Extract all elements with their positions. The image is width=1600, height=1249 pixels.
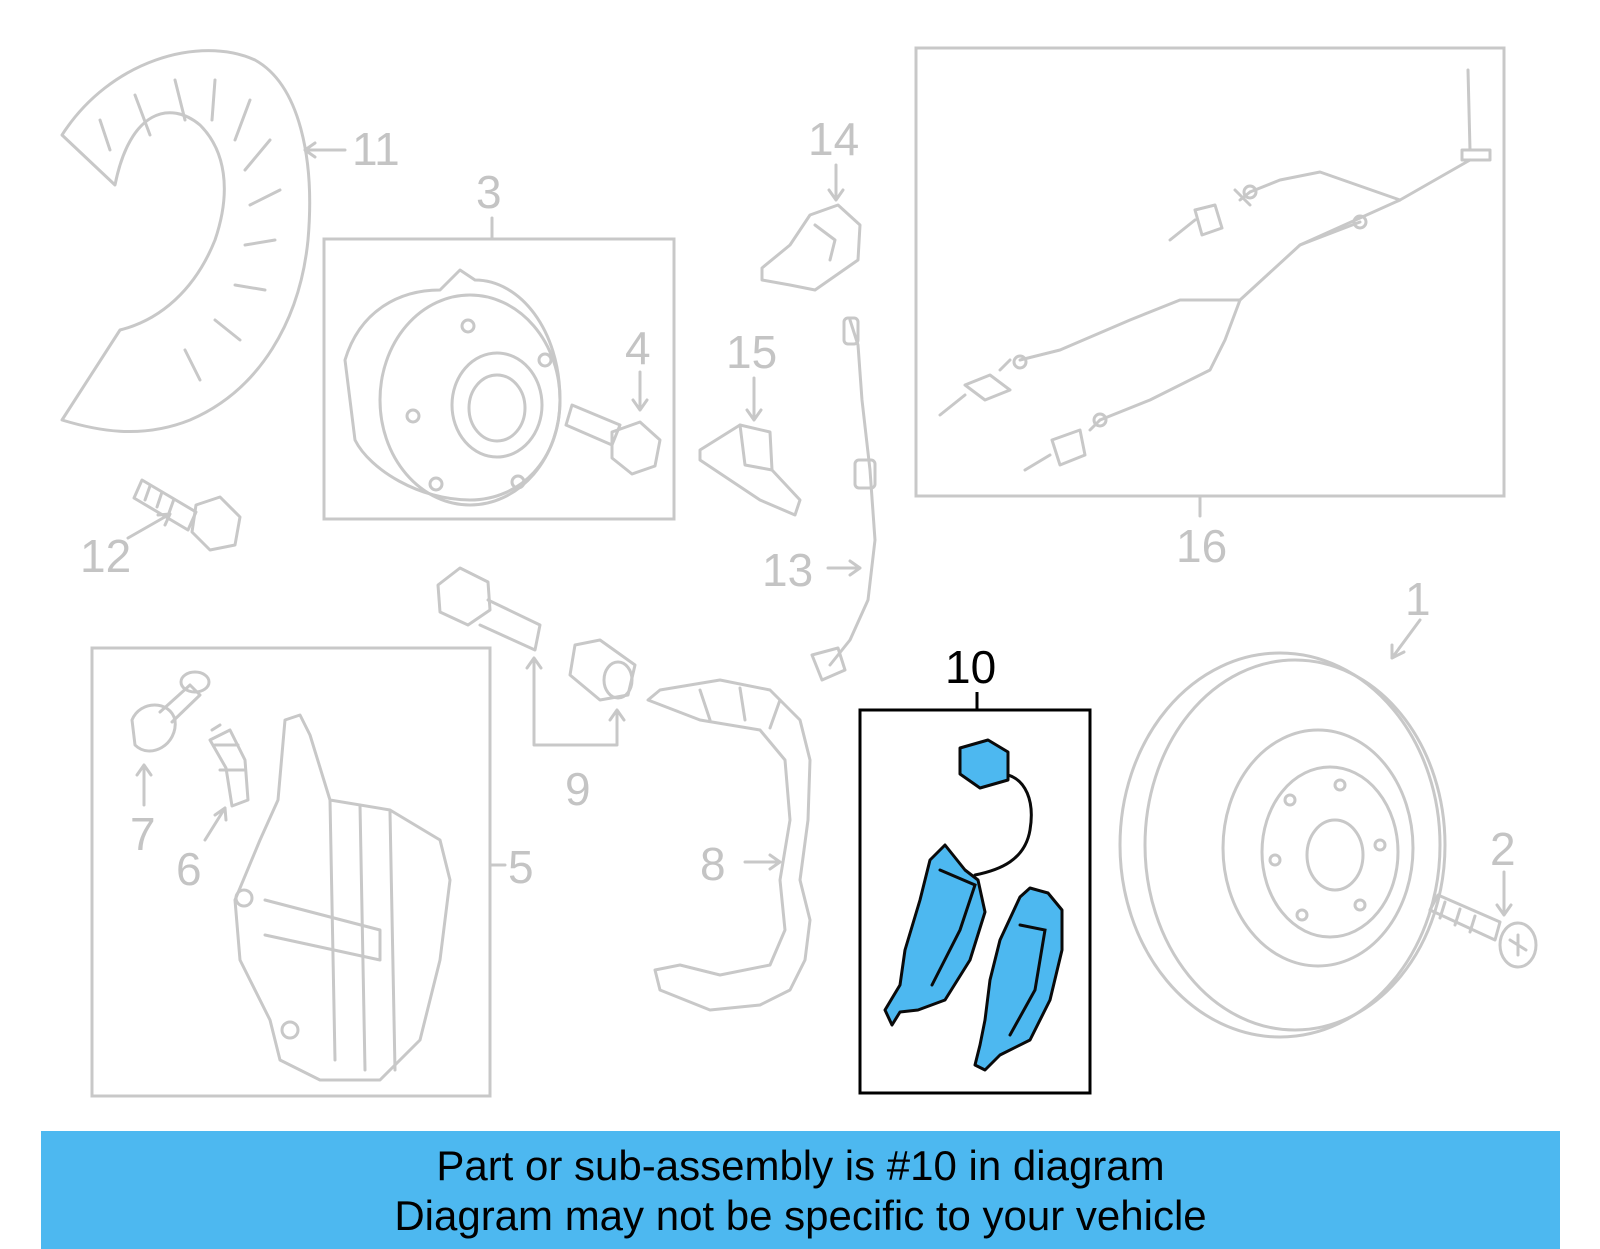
part-16-group-box [914, 46, 1506, 498]
part-10-group-box [858, 708, 1092, 1095]
leader-8 [743, 853, 782, 871]
part-13-brake-hose [810, 316, 877, 682]
leader-12 [126, 512, 172, 540]
part-5-caliper [233, 713, 452, 1082]
leader-4 [631, 370, 649, 412]
part-9-bushing [568, 638, 637, 702]
part-11-splash-shield [60, 49, 312, 434]
leader-13 [826, 559, 862, 577]
part-9-guide-pin [436, 566, 542, 652]
leader-2 [1495, 870, 1513, 917]
callout-12[interactable]: 12 [80, 530, 131, 582]
banner-part-line: Part or sub-assembly is #10 in diagram [436, 1142, 1165, 1189]
leader-15 [745, 376, 763, 422]
leader-6 [203, 806, 228, 842]
leader-1 [1390, 618, 1422, 660]
part-2-rotor-screw [1428, 893, 1538, 969]
part-4-hub-bolt [564, 403, 662, 476]
callout-10[interactable]: 10 [945, 641, 996, 693]
callout-5[interactable]: 5 [508, 841, 534, 893]
leader-11 [303, 141, 347, 159]
leader-7 [135, 763, 153, 807]
callout-13[interactable]: 13 [762, 544, 813, 596]
callout-7[interactable]: 7 [130, 808, 156, 860]
part-16-wear-sensor-harness [938, 68, 1492, 472]
part-12-shield-bolt [132, 478, 242, 552]
callout-4[interactable]: 4 [625, 322, 651, 374]
callout-1[interactable]: 1 [1405, 573, 1431, 625]
leader-14 [827, 163, 845, 202]
part-3-wheel-hub [343, 268, 562, 507]
info-banner: Part or sub-assembly is #10 in diagram D… [41, 1131, 1560, 1249]
part-7-bleeder-screw [130, 670, 211, 753]
callout-16[interactable]: 16 [1176, 520, 1227, 572]
callout-6[interactable]: 6 [176, 843, 202, 895]
part-3-group-box [322, 237, 676, 521]
banner-disclaimer-line: Diagram may not be specific to your vehi… [394, 1192, 1207, 1239]
callout-3[interactable]: 3 [476, 166, 502, 218]
part-1-brake-rotor [1118, 651, 1447, 1039]
callout-11[interactable]: 11 [352, 123, 400, 175]
part-10-brake-pads[interactable] [883, 738, 1064, 1072]
part-6-dust-cap [208, 723, 250, 808]
callout-9[interactable]: 9 [565, 763, 591, 815]
callout-8[interactable]: 8 [700, 838, 726, 890]
part-8-caliper-carrier [646, 678, 812, 1012]
callout-14[interactable]: 14 [808, 113, 859, 165]
part-14-bracket-clip [760, 203, 862, 292]
callout-2[interactable]: 2 [1490, 823, 1516, 875]
part-15-hose-bracket [698, 423, 802, 517]
leader-9 [525, 656, 626, 747]
part-5-group-box [90, 646, 492, 1098]
callout-15[interactable]: 15 [726, 326, 777, 378]
